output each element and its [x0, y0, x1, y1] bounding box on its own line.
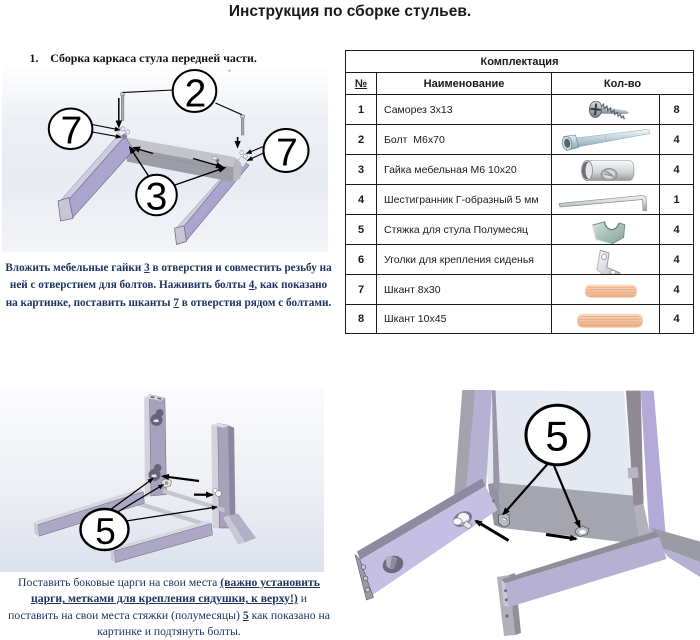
svg-text:3: 3	[146, 176, 168, 219]
svg-text:5: 5	[545, 413, 568, 460]
svg-text:7: 7	[61, 110, 83, 153]
svg-text:5: 5	[95, 511, 116, 552]
svg-text:7: 7	[276, 132, 298, 175]
svg-text:2: 2	[185, 73, 207, 116]
